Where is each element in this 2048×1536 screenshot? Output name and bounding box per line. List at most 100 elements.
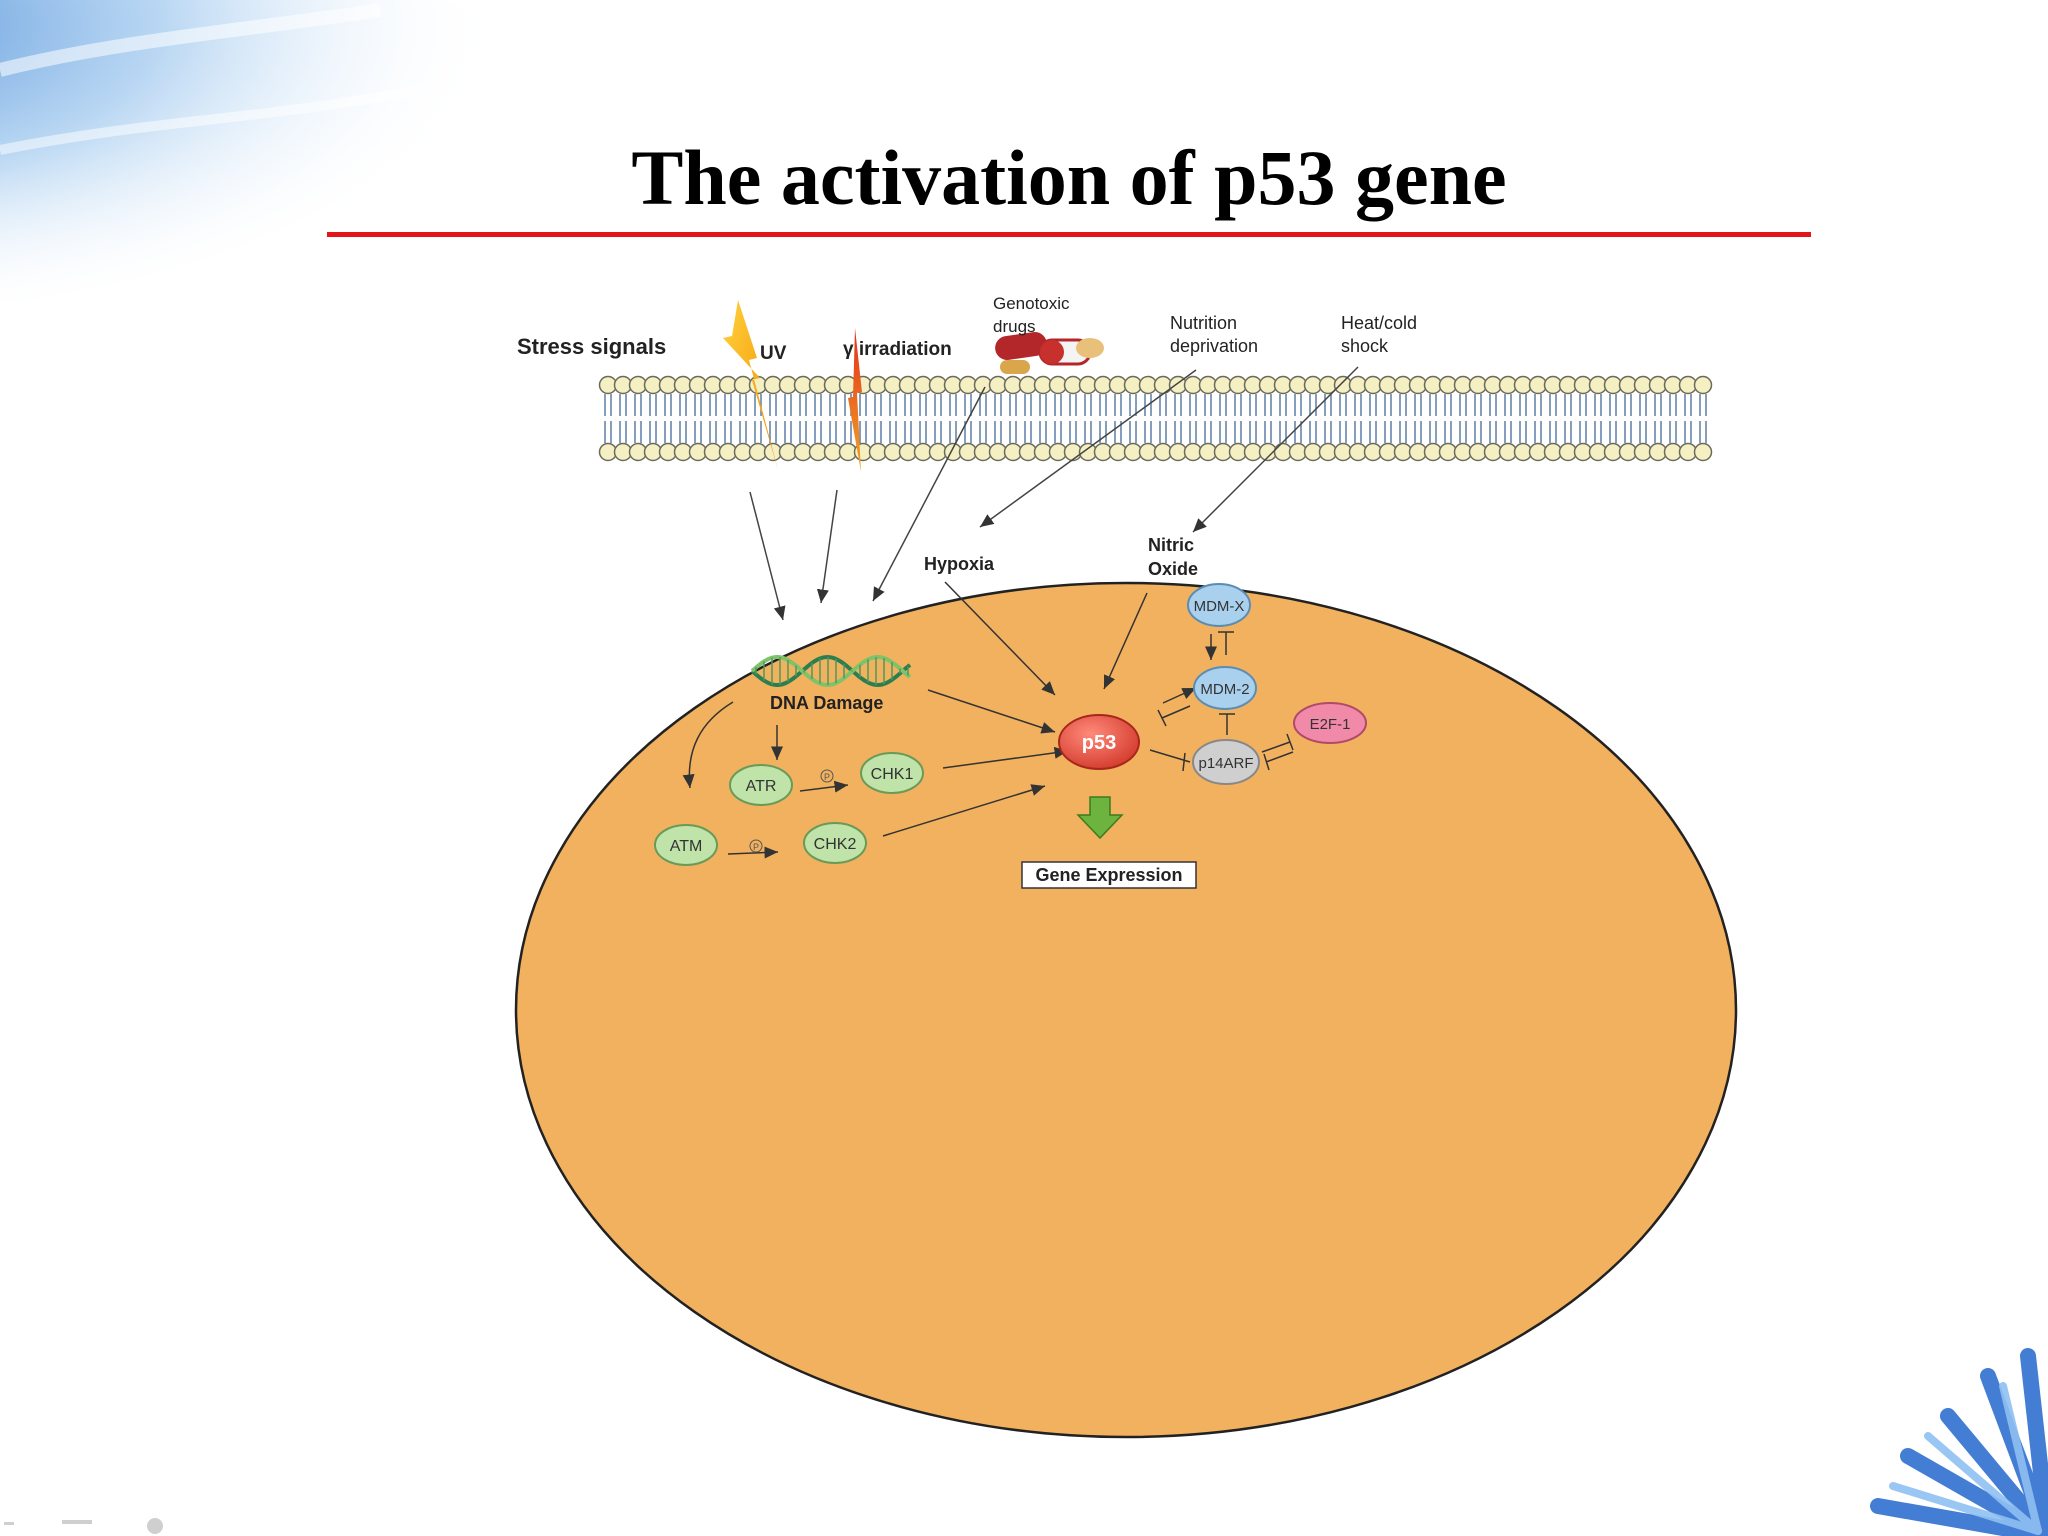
- heat-label-line2: shock: [1341, 336, 1389, 356]
- lipid-tail: [709, 421, 717, 443]
- svg-text:ATM: ATM: [670, 838, 703, 855]
- lipid-tail: [1249, 421, 1257, 443]
- lipid-tail: [1489, 394, 1497, 416]
- lipid-tail: [889, 421, 897, 443]
- lipid-tail: [1384, 421, 1392, 443]
- lipid-tail: [649, 394, 657, 416]
- gamma-label: γ irradiation: [843, 339, 952, 360]
- lipid-tail: [1474, 421, 1482, 443]
- genotoxic-label-line1: Genotoxic: [993, 294, 1070, 313]
- pills-icon: [995, 332, 1104, 374]
- node-p14arf: p14ARF: [1192, 739, 1260, 785]
- lipid-tail: [739, 421, 747, 443]
- lipid-tail: [1189, 421, 1197, 443]
- svg-text:P: P: [753, 842, 759, 852]
- lipid-tail: [1264, 394, 1272, 416]
- lipid-tail: [814, 421, 822, 443]
- lipid-tail: [784, 394, 792, 416]
- lipid-tail: [1414, 394, 1422, 416]
- lipid-tail: [1444, 421, 1452, 443]
- cell-body: [514, 581, 1738, 1439]
- lipid-tail: [1639, 394, 1647, 416]
- lipid-tail: [679, 421, 687, 443]
- lipid-tail: [1564, 394, 1572, 416]
- node-mdm-x: MDM-X: [1187, 583, 1251, 627]
- gamma-lightning-icon: [848, 328, 862, 472]
- lipid-tail: [1309, 394, 1317, 416]
- lipid-tail: [679, 394, 687, 416]
- inhibition-lines: [1149, 631, 1294, 772]
- lipid-tail: [814, 394, 822, 416]
- lipid-tail: [1129, 394, 1137, 416]
- lipid-tail: [1069, 421, 1077, 443]
- genotoxic-label-line2: drugs: [993, 317, 1036, 336]
- lipid-tail: [694, 394, 702, 416]
- lipid-tail: [1414, 421, 1422, 443]
- lipid-tail: [664, 421, 672, 443]
- lipid-tail: [1339, 394, 1347, 416]
- lipid-tail: [1024, 394, 1032, 416]
- dna-damage-label: DNA Damage: [770, 693, 883, 713]
- node-mdm-2: MDM-2: [1193, 666, 1257, 710]
- lipid-tail: [979, 394, 987, 416]
- lipid-tail: [709, 394, 717, 416]
- lipid-tail: [1174, 394, 1182, 416]
- lipid-tail: [1369, 394, 1377, 416]
- hypoxia-label: Hypoxia: [924, 554, 995, 574]
- lipid-tail: [724, 421, 732, 443]
- lipid-tail: [934, 421, 942, 443]
- lipid-tail: [1639, 421, 1647, 443]
- lipid-tail: [1279, 394, 1287, 416]
- lipid-tail: [1429, 421, 1437, 443]
- nutrition-label-line1: Nutrition: [1170, 313, 1237, 333]
- lipid-tail: [1264, 421, 1272, 443]
- lipid-tail: [634, 394, 642, 416]
- lipid-tail: [604, 394, 612, 416]
- lipid-tail: [1009, 394, 1017, 416]
- gene-expression-box: Gene Expression: [1021, 861, 1197, 889]
- heat-label-line1: Heat/cold: [1341, 313, 1417, 333]
- svg-text:MDM-2: MDM-2: [1200, 681, 1249, 698]
- lipid-tail: [1204, 421, 1212, 443]
- lipid-tail: [1084, 394, 1092, 416]
- lipid-tail: [1459, 421, 1467, 443]
- corner-decoration-bottom-right: [1870, 1348, 2048, 1536]
- lipid-head: [1693, 442, 1713, 462]
- svg-text:Gene Expression: Gene Expression: [1035, 865, 1182, 885]
- lipid-tail: [754, 394, 762, 416]
- footer-icons: [4, 1518, 163, 1534]
- lipid-tail: [1009, 421, 1017, 443]
- lipid-tail: [1339, 421, 1347, 443]
- svg-text:ATR: ATR: [746, 778, 777, 795]
- lipid-tail: [1234, 421, 1242, 443]
- lipid-tail: [949, 421, 957, 443]
- lipid-tail: [1504, 394, 1512, 416]
- lipid-tail: [739, 394, 747, 416]
- lipid-tail: [1309, 421, 1317, 443]
- lipid-tail: [1039, 394, 1047, 416]
- phosphate-marker-2: P: [749, 839, 763, 853]
- stimulus-arrows: [749, 366, 1359, 621]
- lipid-tail: [1669, 394, 1677, 416]
- title-underline: [327, 232, 1811, 237]
- lipid-tail: [1564, 421, 1572, 443]
- lipid-tail: [1684, 421, 1692, 443]
- lipid-tail: [1219, 421, 1227, 443]
- lipid-tail: [1399, 421, 1407, 443]
- lipid-tail: [1624, 394, 1632, 416]
- lipid-tail: [1669, 421, 1677, 443]
- lipid-tail: [844, 421, 852, 443]
- lipid-head: [1693, 375, 1713, 395]
- lipid-tail: [1189, 394, 1197, 416]
- lipid-tail: [919, 394, 927, 416]
- lipid-tail: [1549, 421, 1557, 443]
- svg-text:CHK1: CHK1: [871, 766, 914, 783]
- lipid-tail: [1399, 394, 1407, 416]
- lipid-tail: [1054, 394, 1062, 416]
- uv-lightning-icon: [723, 300, 778, 470]
- lipid-tail: [1099, 394, 1107, 416]
- lipid-tail: [1369, 421, 1377, 443]
- lipid-tail: [1444, 394, 1452, 416]
- lipid-tail: [1144, 421, 1152, 443]
